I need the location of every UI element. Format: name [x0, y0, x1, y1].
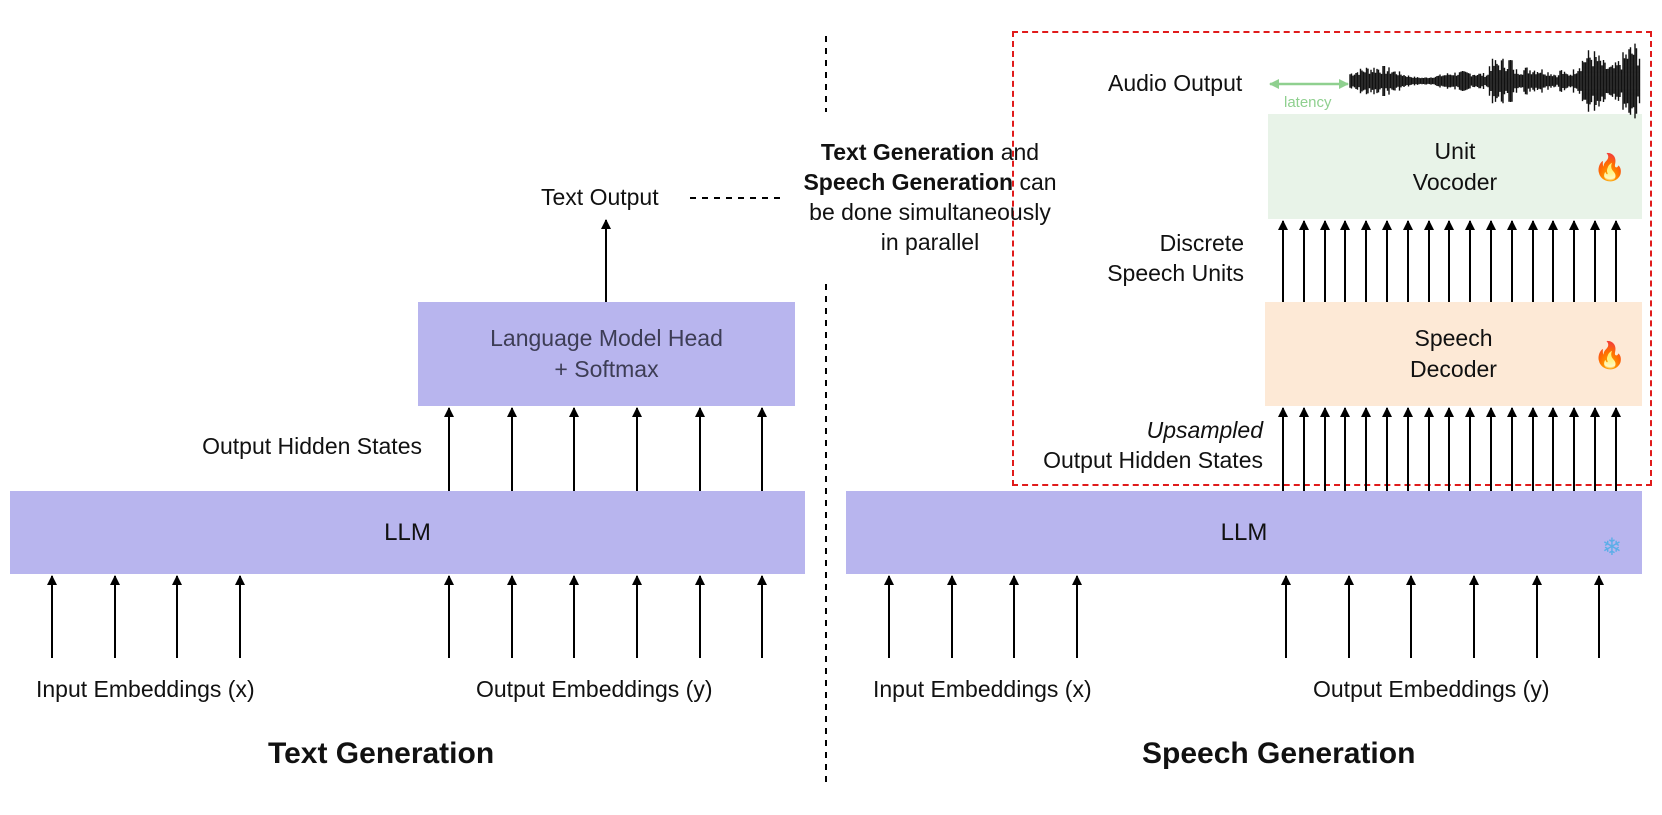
discrete-units-label: Discrete Speech Units [1020, 228, 1244, 288]
decoder-line1: Speech [1414, 325, 1493, 351]
left-output-hidden-states-label: Output Hidden States [202, 433, 422, 459]
discrete-units-line2: Speech Units [1107, 260, 1244, 286]
text-output-label: Text Output [541, 184, 659, 210]
lm-head-line2: + Softmax [554, 356, 659, 382]
right-panel-title: Speech Generation [1142, 737, 1416, 770]
upsampled-label: Upsampled [1146, 417, 1263, 443]
fire-icon: 🔥 [1593, 340, 1626, 370]
lm-head-line1: Language Model Head [490, 325, 723, 351]
trainable-region-border [1012, 31, 1652, 486]
vocoder-line2: Vocoder [1412, 168, 1498, 195]
decoder-line2: Decoder [1410, 356, 1497, 382]
snowflake-icon: ❄ [1601, 534, 1622, 561]
lm-head-box: Language Model Head + Softmax [418, 302, 795, 406]
note-line4: in parallel [880, 229, 980, 255]
left-output-embeddings-label: Output Embeddings (y) [476, 676, 713, 702]
discrete-units-line1: Discrete [1159, 230, 1244, 256]
arrow-group [47, 219, 1621, 658]
right-llm-box: LLM ❄ [846, 491, 1642, 574]
left-panel-title: Text Generation [268, 737, 495, 770]
vocoder-line1: Unit [1434, 137, 1476, 164]
audio-waveform [1349, 43, 1641, 119]
left-llm-box: LLM [10, 491, 805, 574]
fire-icon: 🔥 [1593, 152, 1626, 182]
note-line1-rest: and [994, 139, 1040, 165]
left-input-embeddings-label: Input Embeddings (x) [36, 676, 255, 702]
right-input-embeddings-label: Input Embeddings (x) [873, 676, 1092, 702]
note-line3: be done simultaneously [809, 199, 1051, 225]
latency-label: latency [1284, 94, 1332, 111]
upsampled-hidden-states-label: Upsampled Output Hidden States [1000, 415, 1263, 475]
left-llm-label: LLM [384, 519, 431, 546]
parallel-note: Text Generation and Speech Generation ca… [780, 137, 1080, 257]
note-line1-bold: Text Generation [820, 139, 995, 165]
audio-output-label: Audio Output [1108, 70, 1243, 96]
right-llm-label: LLM [1220, 519, 1268, 546]
unit-vocoder-box: Unit Vocoder 🔥 [1268, 114, 1642, 219]
note-line2-bold: Speech Generation [803, 169, 1014, 195]
speech-decoder-box: Speech Decoder 🔥 [1265, 302, 1642, 406]
note-line2-rest: can [1013, 169, 1057, 195]
waveform-path [1349, 43, 1641, 119]
right-output-embeddings-label: Output Embeddings (y) [1313, 676, 1550, 702]
right-output-hidden-states-label: Output Hidden States [1043, 447, 1263, 473]
